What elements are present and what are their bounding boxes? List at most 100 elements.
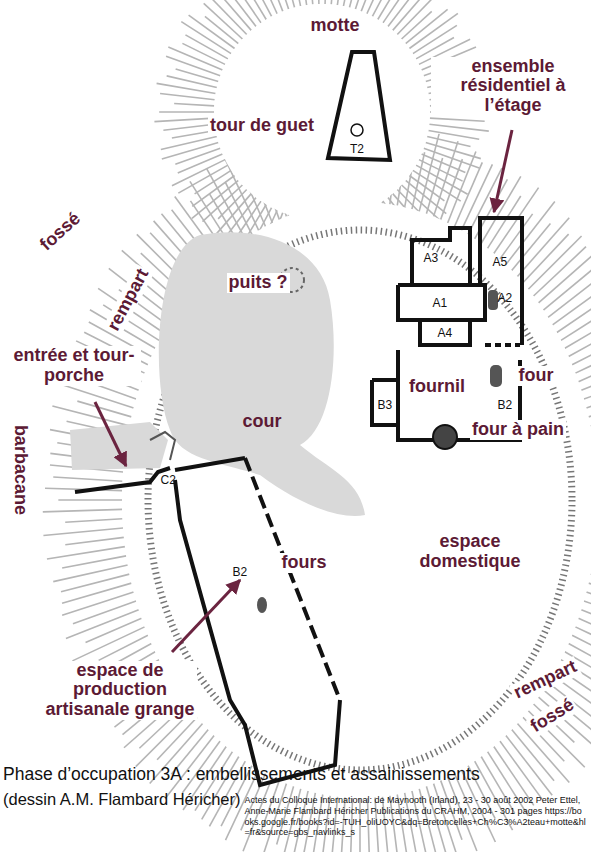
gate-area [70, 422, 168, 470]
hatch-stroke [581, 610, 591, 639]
hatch-stroke [65, 537, 124, 544]
hatch-stroke [215, 194, 251, 236]
caption: Phase d’occupation 3A : embellissements … [3, 764, 480, 785]
map-label: four [517, 366, 556, 386]
hatch-stroke [178, 154, 223, 173]
hatch-stroke [58, 499, 122, 501]
room-code: C2 [159, 474, 178, 487]
room-code: A4 [436, 327, 455, 340]
hatch-stroke [584, 374, 591, 399]
hatch-stroke [77, 401, 131, 417]
hatch-stroke [43, 509, 122, 511]
room-code: B3 [376, 399, 395, 412]
hatch-stroke [575, 340, 591, 373]
hatch-stroke [192, 180, 238, 218]
room-code: A1 [431, 297, 450, 310]
hatch-stroke [512, 224, 551, 271]
rampart-inner-slope [148, 230, 572, 770]
hatch-stroke [161, 136, 217, 149]
hatch-stroke [406, 180, 447, 213]
hatch-stroke [258, 0, 277, 14]
hatch-stroke [517, 218, 569, 277]
hatch-stroke [581, 363, 591, 390]
hearth [488, 290, 498, 310]
hatch-stroke [181, 22, 231, 54]
hatch-stroke [65, 519, 122, 523]
hatch-stroke [204, 3, 243, 39]
hatch-stroke [372, 0, 399, 16]
oven-base [490, 365, 502, 387]
hatch-stroke [189, 15, 235, 48]
hatch-stroke [248, 0, 272, 16]
room-code: A3 [422, 252, 441, 265]
hatch-stroke [308, 0, 313, 4]
citation: Actes du Colloque International: de Mayn… [245, 795, 587, 838]
hatch-stroke [578, 354, 591, 381]
hatch-stroke [271, 0, 289, 9]
bread-oven [433, 425, 457, 449]
hatch-stroke [429, 124, 488, 131]
map-label: barbacane [10, 423, 30, 517]
hatch-stroke [53, 477, 122, 481]
hatch-stroke [569, 318, 591, 356]
hatch-stroke [512, 730, 554, 781]
hatch-stroke [572, 336, 591, 365]
hatch-stroke [62, 583, 131, 603]
hatch-stroke [318, 0, 319, 4]
map-label: ensemble résidentiel à l’étage [431, 57, 591, 116]
motte-top [214, 4, 430, 220]
hatch-stroke [154, 118, 214, 121]
hatch-stroke [43, 528, 123, 536]
hatch-stroke [262, 0, 283, 11]
courtyard [159, 232, 365, 516]
ditch-hatching [43, 0, 591, 852]
room-code: T2 [348, 143, 366, 156]
hatch-stroke [413, 170, 461, 201]
map-label: tour de guet [208, 116, 316, 136]
hatch-stroke [73, 601, 136, 624]
hatch-stroke [409, 13, 458, 48]
porch-tower [150, 432, 175, 460]
hatch-stroke [397, 0, 436, 35]
map-label: espace de production artisanale grange [43, 661, 197, 720]
hatch-stroke [500, 741, 542, 799]
hatch-stroke [298, 0, 306, 5]
map-label: fossé [34, 207, 85, 256]
barn-walls [75, 458, 340, 785]
watch-tower [328, 52, 390, 160]
hatch-stroke [235, 0, 266, 20]
room-code: B2 [496, 399, 515, 412]
hatch-stroke [162, 142, 219, 159]
hatch-stroke [52, 406, 129, 426]
hatch-stroke [62, 592, 133, 615]
hatch-stroke [167, 76, 217, 88]
residence-walls [372, 218, 522, 440]
map-label: motte [309, 16, 362, 36]
hatch-stroke [548, 277, 591, 317]
hatch-stroke [159, 111, 214, 113]
hatch-stroke [586, 387, 591, 408]
map-label: puits ? [227, 273, 290, 293]
room-code: A5 [491, 256, 510, 269]
tower-post [351, 124, 363, 136]
hatch-stroke [203, 185, 243, 222]
hatch-stroke [553, 278, 591, 324]
hatch-stroke [47, 547, 125, 559]
hatch-stroke [325, 0, 327, 4]
hatch-stroke [61, 574, 129, 592]
hatch-stroke [216, 0, 251, 30]
map-label: entrée et tour-porche [7, 346, 141, 386]
hatch-stroke [99, 635, 148, 660]
hatch-stroke [506, 735, 552, 795]
hatch-stroke [426, 142, 481, 158]
map-label: rempart [103, 264, 154, 336]
hatch-stroke [86, 618, 142, 642]
hatch-stroke [291, 0, 301, 6]
map-label: fours [280, 553, 329, 573]
hatch-stroke [174, 104, 214, 106]
map-label: espace domestique [388, 532, 552, 572]
hatch-stroke [66, 610, 139, 639]
map-label: cour [241, 412, 284, 432]
hatch-stroke [561, 297, 591, 340]
